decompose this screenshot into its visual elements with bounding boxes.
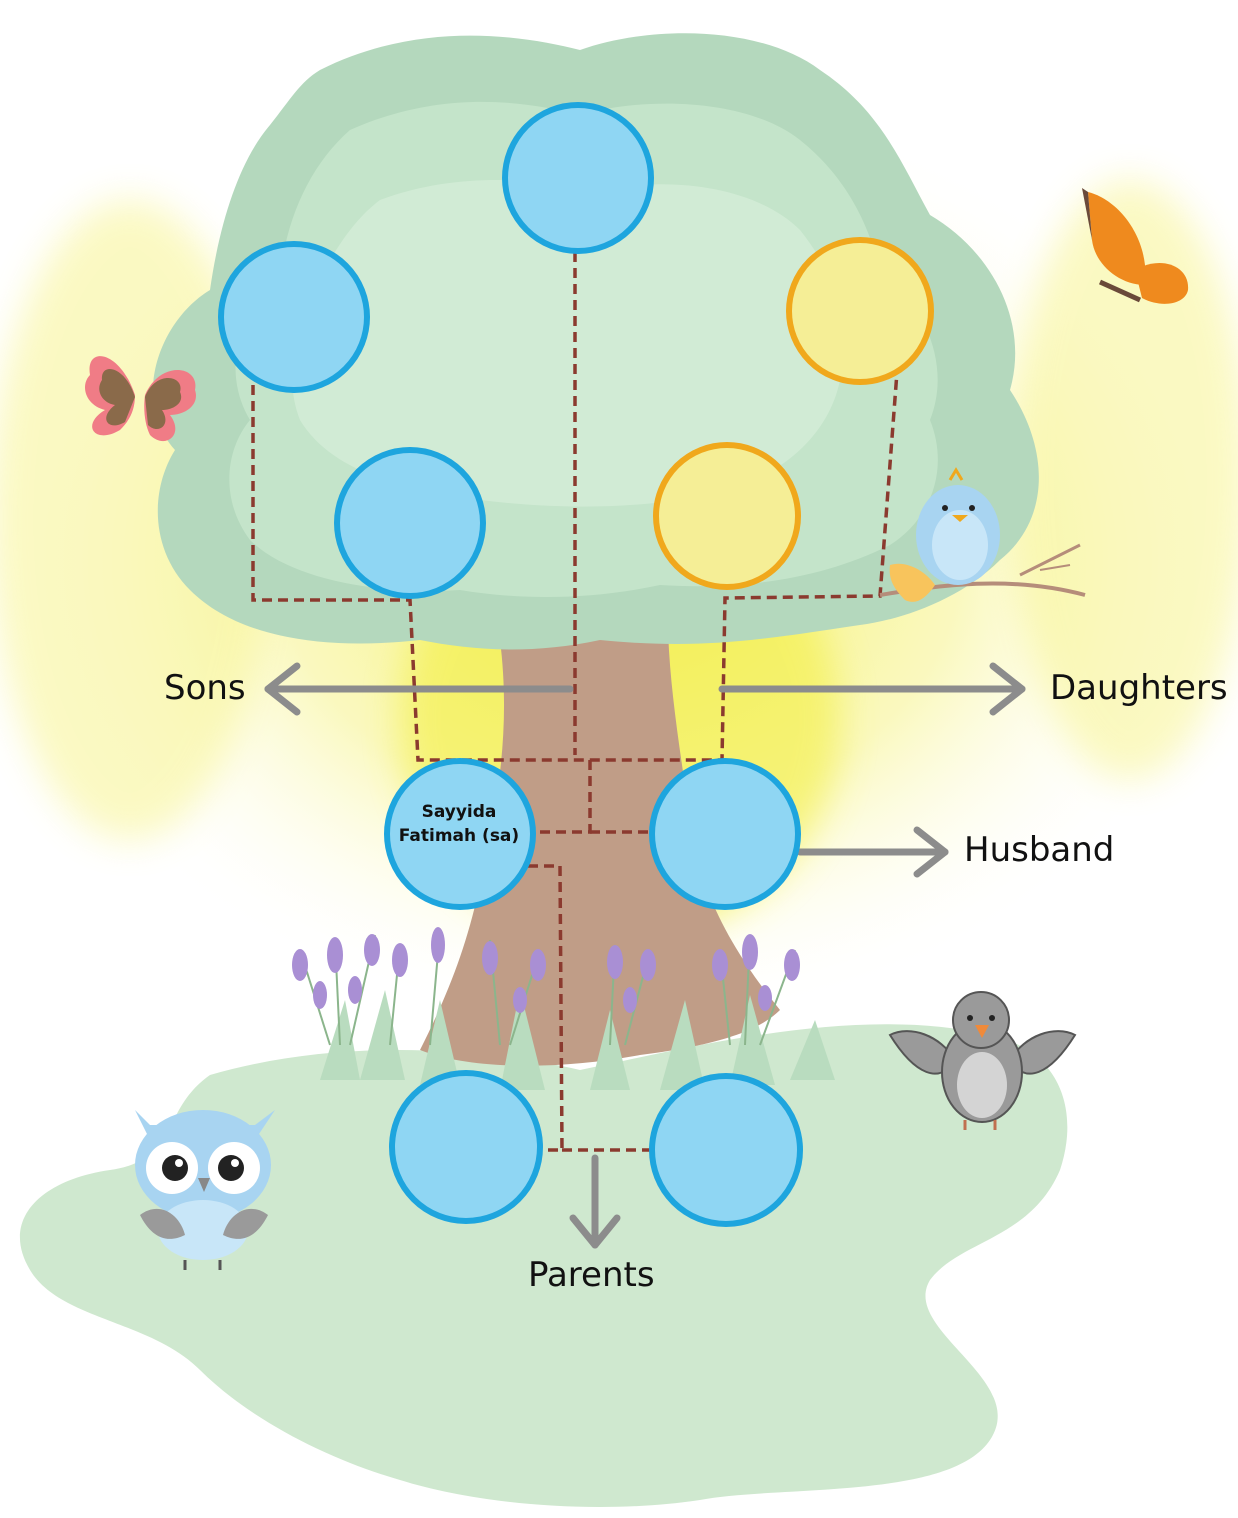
arrows <box>264 662 1026 1249</box>
daughter-node-1 <box>786 237 934 385</box>
tree-nodes <box>218 102 934 1227</box>
parent-node-2 <box>649 1073 803 1227</box>
tree-trunk <box>420 630 780 1066</box>
bluebird-icon <box>879 467 1086 602</box>
son-node-2 <box>218 241 370 393</box>
label-parents: Parents <box>528 1255 655 1295</box>
connector-lines <box>251 252 899 1152</box>
husband-node <box>649 758 801 910</box>
arrow-to-parents <box>569 1154 621 1249</box>
grey-bird-icon <box>888 991 1077 1130</box>
label-daughters: Daughters <box>1050 668 1228 708</box>
ground <box>19 1024 1068 1508</box>
lavender-icon <box>292 927 800 1046</box>
daughter-node-2 <box>653 442 801 590</box>
son-node-3 <box>334 447 486 599</box>
butterfly-orange-icon <box>1082 188 1189 304</box>
label-husband: Husband <box>964 830 1115 870</box>
son-node-1 <box>502 102 654 254</box>
center-person-name: Sayyida Fatimah (sa) <box>388 800 530 848</box>
parent-node-1 <box>389 1070 543 1224</box>
butterfly-pink-icon <box>85 356 196 442</box>
label-sons: Sons <box>164 668 246 708</box>
arrow-to-husband <box>796 826 949 878</box>
center-person-node <box>384 758 536 910</box>
arrow-to-daughters <box>718 662 1026 716</box>
owl-icon <box>135 1110 275 1270</box>
center-person-name-line2: Fatimah (sa) <box>398 826 520 846</box>
arrow-to-sons <box>264 662 574 716</box>
center-person-name-line1: Sayyida <box>421 802 497 822</box>
